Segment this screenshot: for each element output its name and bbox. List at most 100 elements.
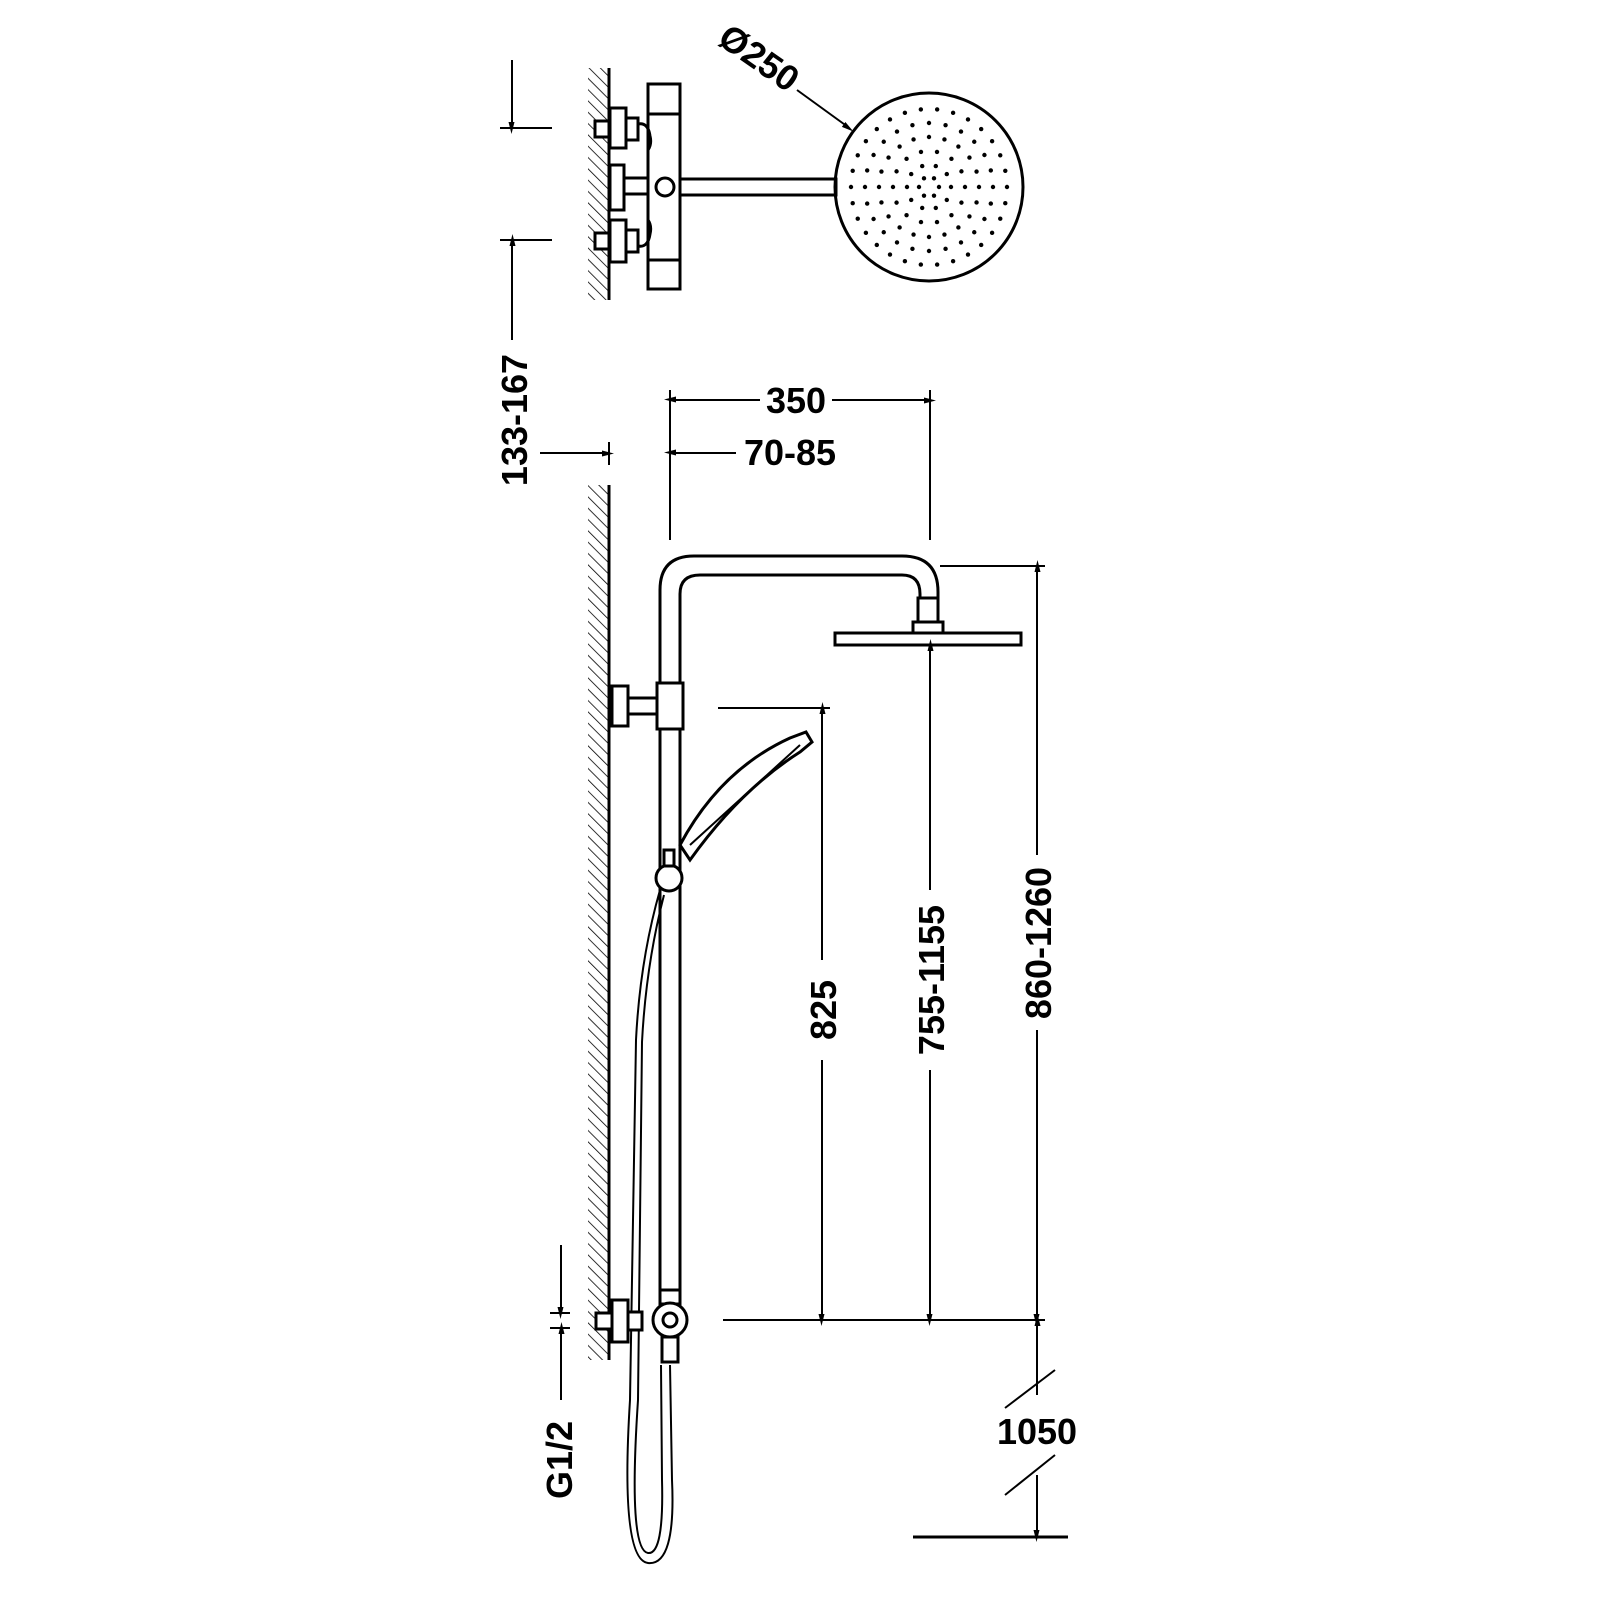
nozzle-dot <box>904 156 909 162</box>
nozzle-dot <box>944 197 949 203</box>
nozzle-dot <box>926 234 932 240</box>
nozzle-dot <box>897 225 902 230</box>
dim-arm-projection: 350 <box>766 380 826 421</box>
nozzle-dot <box>950 110 956 116</box>
nozzle-dot <box>936 184 942 190</box>
nozzle-dot <box>934 219 940 225</box>
nozzle-dot <box>956 144 961 149</box>
nozzle-dot <box>942 137 947 142</box>
wall-hatch-top <box>588 68 608 300</box>
nozzle-dot <box>909 197 914 203</box>
nozzle-dot <box>978 126 984 132</box>
nozzle-dot <box>972 139 977 144</box>
nozzle-dot <box>988 201 994 206</box>
nozzle-dot <box>863 138 869 144</box>
nozzle-dot <box>948 184 954 190</box>
wall-bracket <box>610 684 630 728</box>
nozzle-dot <box>890 184 896 190</box>
nozzle-dot <box>989 138 995 144</box>
nozzle-dot <box>879 200 884 205</box>
nozzle-dot <box>982 152 987 158</box>
temperature-knob-icon <box>654 176 676 198</box>
shower-arm-top <box>678 177 838 197</box>
nozzle-dot <box>848 184 854 190</box>
nozzle-dot <box>1004 184 1010 190</box>
nozzle-dot <box>934 107 940 112</box>
nozzle-dot <box>926 120 932 126</box>
nozzle-dot <box>974 169 979 174</box>
nozzle-dot <box>864 201 870 206</box>
nozzle-dot <box>972 230 977 235</box>
nozzle-dot <box>931 193 937 198</box>
nozzle-dot <box>959 200 964 205</box>
nozzle-dot <box>956 225 961 230</box>
side-view: 350 70-85 825 755-1155 860-1260 1050 G1/… <box>539 380 1077 1565</box>
nozzle-dot <box>910 246 915 252</box>
nozzle-dot <box>998 153 1003 158</box>
nozzle-dot <box>855 153 860 158</box>
nozzle-dot <box>998 216 1003 221</box>
nozzle-dot <box>916 184 922 190</box>
nozzle-dot <box>931 176 937 181</box>
nozzle-dot <box>887 252 893 257</box>
nozzle-dot <box>897 144 902 149</box>
nozzle-dot <box>918 107 924 112</box>
dim-arm-height: 860-1260 <box>1018 867 1059 1019</box>
dim-handshower-height: 825 <box>803 980 844 1040</box>
slider-knob <box>654 863 684 893</box>
nozzle-dot <box>965 252 971 257</box>
nozzle-dot <box>921 176 927 181</box>
top-view: 133-167 Ø250 <box>494 16 1025 486</box>
nozzle-dot <box>902 110 908 116</box>
dim-inlet-spacing: 133-167 <box>494 354 535 486</box>
nozzle-dot <box>962 184 968 190</box>
nozzle-dot <box>874 242 880 248</box>
nozzle-dot <box>934 262 940 267</box>
nozzle-dot <box>887 117 893 122</box>
nozzle-dot <box>978 242 984 248</box>
nozzle-dot <box>850 168 855 173</box>
nozzle-dot <box>920 163 925 169</box>
nozzle-dot <box>949 156 954 162</box>
nozzle-dot <box>1003 168 1008 173</box>
nozzle-dot <box>911 137 916 142</box>
wall-hatch-side <box>588 485 608 1360</box>
nozzle-dot <box>950 258 956 264</box>
nozzle-dot <box>894 200 899 205</box>
nozzle-dot <box>886 155 891 160</box>
nozzle-dot <box>1003 201 1008 206</box>
nozzle-dot <box>974 200 979 205</box>
nozzle-dot <box>967 155 972 160</box>
nozzle-dot <box>894 129 900 134</box>
nozzle-dot <box>988 168 994 173</box>
nozzle-dot <box>864 168 870 173</box>
nozzle-dot <box>871 216 876 222</box>
nozzle-dot <box>976 184 982 190</box>
nozzle-dot <box>894 240 900 245</box>
nozzle-dot <box>933 205 938 211</box>
dim-head-height: 755-1155 <box>911 905 952 1055</box>
nozzle-dot <box>982 216 987 222</box>
nozzle-dot <box>918 219 924 225</box>
nozzle-dot <box>926 134 932 140</box>
nozzle-dot <box>921 193 927 198</box>
nozzle-dot <box>862 184 868 190</box>
nozzle-dot <box>933 163 938 169</box>
dim-thread: G1/2 <box>539 1421 580 1499</box>
nozzle-dot <box>855 216 860 221</box>
nozzle-dot <box>881 230 886 235</box>
nozzle-dot <box>904 184 910 190</box>
nozzle-dot <box>879 169 884 174</box>
nozzle-dot <box>958 129 964 134</box>
nozzle-dot <box>965 117 971 122</box>
nozzle-dot <box>904 212 909 218</box>
nozzle-dot <box>918 149 924 155</box>
shower-head-side <box>833 631 1023 647</box>
shower-head-top <box>833 91 1025 283</box>
nozzle-dot <box>967 214 972 219</box>
dim-wall-offset: 70-85 <box>744 432 836 473</box>
nozzle-dot <box>943 246 948 252</box>
nozzle-dot <box>876 184 882 190</box>
nozzle-dot <box>881 139 886 144</box>
